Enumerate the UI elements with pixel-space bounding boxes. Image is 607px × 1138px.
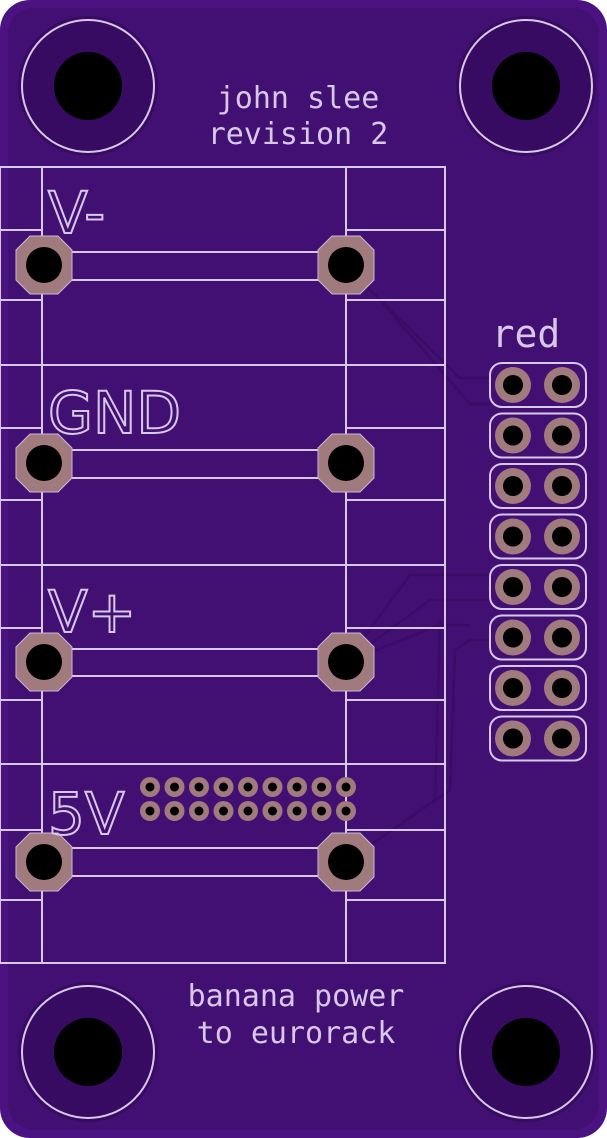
via-hole xyxy=(341,806,351,816)
silkscreen-frame xyxy=(0,166,446,964)
section-label-vplus: V+ xyxy=(48,578,136,646)
via-hole xyxy=(170,806,179,816)
via-hole xyxy=(268,806,277,816)
connector-row-outline xyxy=(489,362,587,408)
connector-pin-hole xyxy=(552,476,572,496)
via-hole xyxy=(145,806,155,816)
connector-pin-hole xyxy=(552,577,572,597)
header-line-1: john slee xyxy=(217,81,380,116)
via-array xyxy=(140,777,356,821)
footer-line-1: banana power xyxy=(188,979,405,1014)
via-hole xyxy=(341,782,351,792)
connector-pin-hole xyxy=(503,678,523,698)
via-hole xyxy=(243,806,253,816)
connector-row-outline xyxy=(489,513,587,560)
connector-pin-hole xyxy=(552,678,572,698)
connector-pin-hole xyxy=(552,728,572,749)
via-hole xyxy=(292,806,302,816)
connector-pin-hole xyxy=(503,627,523,648)
mounting-hole-top-right xyxy=(456,16,596,156)
via-hole xyxy=(194,782,204,792)
mounting-hole-top-left xyxy=(18,16,158,156)
connector-pin-hole xyxy=(503,728,523,749)
eurorack-connector xyxy=(489,362,587,762)
connector-pin-hole xyxy=(552,425,572,446)
via-hole xyxy=(194,806,204,816)
footer-line-2: to eurorack xyxy=(197,1016,396,1051)
via-hole xyxy=(219,806,228,816)
via-hole xyxy=(317,782,326,792)
connector-pin-hole xyxy=(503,375,523,395)
connector-pin-hole xyxy=(503,577,523,597)
connector-pin-hole xyxy=(552,375,572,395)
ground-pour xyxy=(8,8,599,1130)
connector-row-outline xyxy=(489,715,587,762)
banana-holes xyxy=(26,247,364,880)
via-hole xyxy=(243,782,253,792)
connector-row-outline xyxy=(489,665,587,711)
via-hole xyxy=(219,782,228,792)
via-hole xyxy=(145,782,155,792)
connector-row-outline xyxy=(489,564,587,610)
connector-row-outline xyxy=(489,614,587,661)
connector-pin-hole xyxy=(503,425,523,446)
connector-pin-hole xyxy=(552,526,572,547)
mounting-hole-bottom-left xyxy=(18,982,158,1122)
via-hole xyxy=(268,782,277,792)
connector-pin-hole xyxy=(552,627,572,648)
connector-label: red xyxy=(492,312,561,356)
section-label-vminus: V- xyxy=(48,179,105,247)
via-hole xyxy=(292,782,302,792)
connector-row-outline xyxy=(489,463,587,509)
section-label-5v: 5V xyxy=(48,780,125,848)
via-hole xyxy=(170,782,179,792)
connector-pin-hole xyxy=(503,476,523,496)
header-line-2: revision 2 xyxy=(208,117,389,152)
connector-pin-hole xyxy=(503,526,523,547)
mounting-hole-bottom-right xyxy=(456,982,596,1122)
section-label-gnd: GND xyxy=(48,379,181,447)
connector-row-outline xyxy=(489,412,587,459)
via-hole xyxy=(317,806,326,816)
